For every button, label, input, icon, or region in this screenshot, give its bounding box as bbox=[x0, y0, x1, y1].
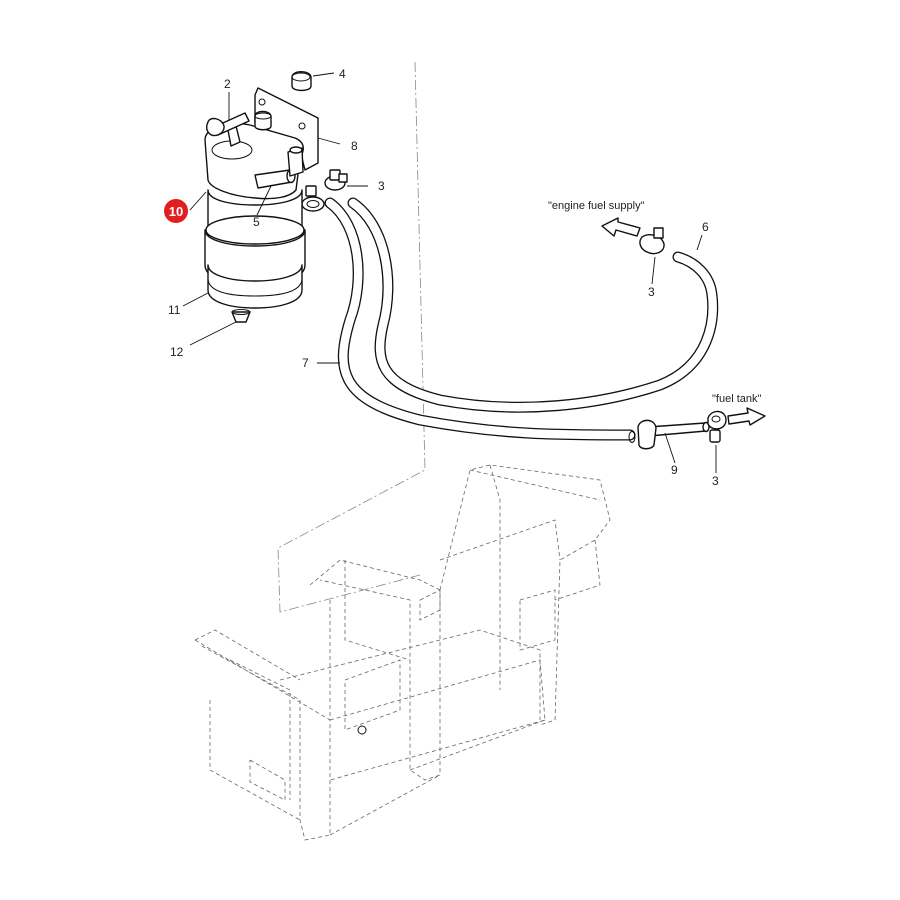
leader-lines bbox=[182, 72, 717, 473]
hose-clamp-engine bbox=[639, 227, 665, 255]
chassis-frame bbox=[194, 464, 611, 841]
engine-fuel-supply-note: "engine fuel supply" bbox=[548, 200, 645, 212]
hose-fitting bbox=[254, 146, 304, 189]
callout-6: 6 bbox=[702, 220, 709, 234]
callout-labels: 2 4 8 3 5 11 12 7 6 3 9 3 bbox=[168, 67, 719, 488]
fuel-tank-arrow-icon bbox=[727, 407, 766, 426]
cut-plane-outline bbox=[277, 61, 426, 613]
callout-3-upper: 3 bbox=[378, 179, 385, 193]
banjo-bolt bbox=[205, 112, 250, 137]
callout-5: 5 bbox=[253, 215, 260, 229]
callout-4: 4 bbox=[339, 67, 346, 81]
fuel-tank-note: "fuel tank" bbox=[712, 393, 761, 405]
fuel-filter-bowl bbox=[204, 189, 306, 286]
callout-8: 8 bbox=[351, 139, 358, 153]
callout-12: 12 bbox=[170, 345, 184, 359]
highlight-badge-circle bbox=[164, 199, 188, 223]
callout-2: 2 bbox=[224, 77, 231, 91]
fuel-pipe-9 bbox=[647, 421, 710, 437]
highlight-badge[interactable]: 10 bbox=[164, 199, 188, 223]
callout-11: 11 bbox=[168, 303, 181, 317]
filter-collar bbox=[207, 264, 303, 309]
hose-clamp-pipe bbox=[628, 419, 657, 450]
highlight-badge-label: 10 bbox=[169, 204, 183, 219]
callout-7: 7 bbox=[302, 356, 309, 370]
callout-9: 9 bbox=[671, 463, 678, 477]
drain-plug bbox=[231, 309, 251, 323]
hose-clamp-upper bbox=[301, 169, 348, 212]
rubber-mount bbox=[291, 71, 312, 92]
engine-supply-arrow-icon bbox=[601, 217, 641, 237]
callout-3-engine: 3 bbox=[648, 285, 655, 299]
callout-3-tank: 3 bbox=[712, 474, 719, 488]
fuel-hose-7 bbox=[324, 197, 719, 441]
hose-clamp-tank bbox=[707, 410, 727, 443]
